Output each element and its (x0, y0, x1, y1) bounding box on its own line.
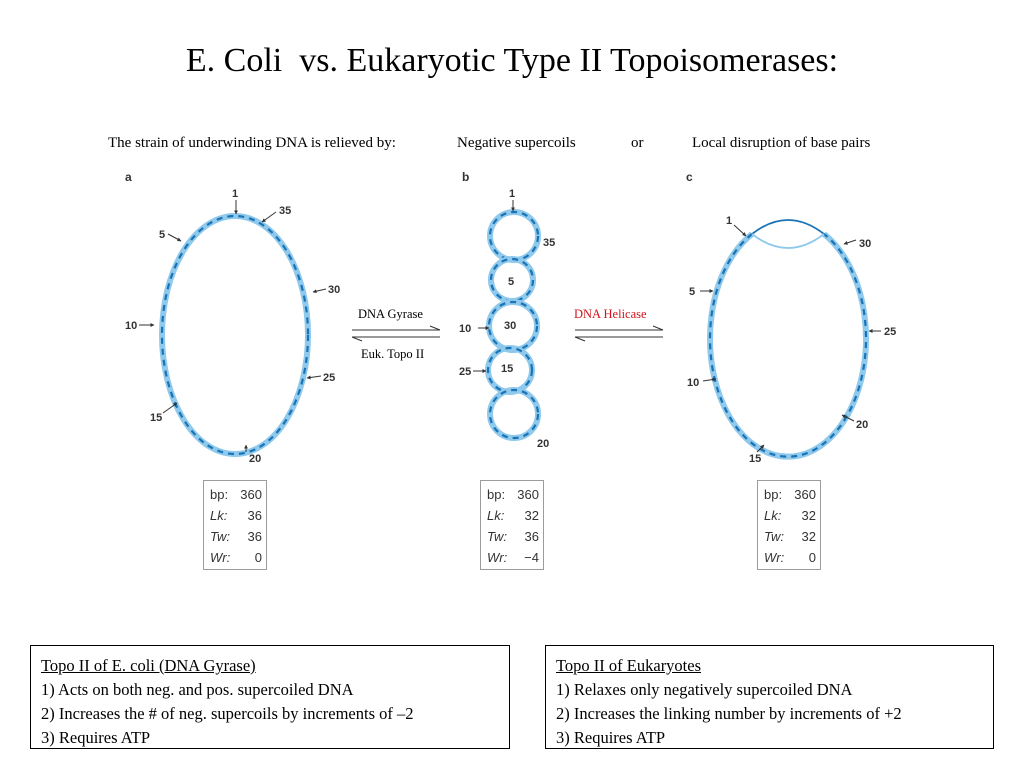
marker-c-25: 25 (884, 326, 896, 338)
stats-box-b: bp: 360 Lk: 32 Tw: 36 Wr: −4 (480, 480, 544, 570)
info-box-eukaryotes: Topo II of Eukaryotes 1) Relaxes only ne… (545, 645, 994, 749)
equilibrium-arrows-ab (351, 325, 441, 342)
info-box-line: 1) Relaxes only negatively supercoiled D… (556, 680, 853, 699)
stat-label: Tw: (764, 529, 784, 544)
marker-c-15: 15 (749, 453, 761, 465)
info-box-line: 2) Increases the # of neg. supercoils by… (41, 704, 414, 723)
stats-box-a: bp: 360 Lk: 36 Tw: 36 Wr: 0 (203, 480, 267, 570)
enzyme-dna-gyrase: DNA Gyrase (358, 307, 423, 321)
stat-label: Lk: (764, 508, 782, 523)
panel-letter-b: b (462, 170, 470, 184)
info-box-line: 2) Increases the linking number by incre… (556, 704, 902, 723)
stat-label: Lk: (487, 508, 505, 523)
marker-a-1: 1 (232, 188, 238, 200)
stat-value: 0 (254, 550, 262, 565)
dna-local-disruption (707, 219, 869, 460)
stat-label: Lk: (210, 508, 228, 523)
marker-a-35: 35 (279, 205, 291, 217)
slide-title: E. Coli vs. Eukaryotic Type II Topoisome… (185, 42, 839, 79)
panel-c-marker-arrows (700, 224, 881, 453)
info-box-line: 3) Requires ATP (41, 728, 151, 747)
stat-label: Tw: (487, 529, 507, 544)
info-box-line: 1) Acts on both neg. and pos. supercoile… (41, 680, 354, 699)
relief-prefix: The strain of underwinding DNA is reliev… (108, 135, 396, 151)
marker-c-10: 10 (687, 377, 699, 389)
stat-value: 0 (808, 550, 816, 565)
enzyme-euk-topo-ii: Euk. Topo II (361, 347, 425, 361)
marker-b-10: 10 (459, 323, 471, 335)
stat-value: 360 (517, 487, 539, 502)
stat-value: −4 (524, 550, 539, 565)
relief-or: or (631, 135, 644, 151)
relief-option-negative-supercoils: Negative supercoils (457, 135, 576, 151)
stat-label: Tw: (210, 529, 230, 544)
stats-box-c: bp: 360 Lk: 32 Tw: 32 Wr: 0 (757, 480, 821, 570)
stat-value: 32 (801, 529, 816, 544)
dna-relaxed-circle (159, 213, 311, 457)
marker-b-30: 30 (504, 320, 516, 332)
enzyme-dna-helicase: DNA Helicase (574, 307, 647, 321)
stat-value: 36 (247, 508, 262, 523)
dna-supercoiled (485, 209, 541, 441)
panel-letter-c: c (686, 170, 693, 184)
stat-value: 360 (794, 487, 816, 502)
marker-c-20: 20 (856, 419, 868, 431)
marker-b-15: 15 (501, 363, 513, 375)
marker-b-1: 1 (509, 188, 515, 200)
stat-label: Wr: (487, 550, 508, 565)
marker-b-5: 5 (508, 276, 514, 288)
stat-label: bp: (487, 487, 506, 502)
stat-value: 32 (801, 508, 816, 523)
relief-option-local-disruption: Local disruption of base pairs (692, 135, 871, 151)
stat-value: 36 (524, 529, 539, 544)
info-box-heading: Topo II of Eukaryotes (556, 656, 702, 675)
marker-a-30: 30 (328, 284, 340, 296)
marker-c-1: 1 (726, 215, 732, 227)
marker-a-20: 20 (249, 453, 261, 465)
marker-a-25: 25 (323, 372, 335, 384)
marker-a-15: 15 (150, 412, 162, 424)
panel-b-marker-arrows (473, 200, 515, 373)
panel-a-marker-arrows (139, 200, 327, 452)
equilibrium-arrows-bc (574, 325, 664, 342)
panel-letter-a: a (125, 170, 132, 184)
marker-c-30: 30 (859, 238, 871, 250)
info-box-heading: Topo II of E. coli (DNA Gyrase) (41, 656, 256, 675)
marker-c-5: 5 (689, 286, 695, 298)
stat-value: 32 (524, 508, 539, 523)
marker-b-35: 35 (543, 237, 555, 249)
stat-label: bp: (764, 487, 783, 502)
marker-a-10: 10 (125, 320, 137, 332)
stat-value: 36 (247, 529, 262, 544)
stat-value: 360 (240, 487, 262, 502)
stat-label: bp: (210, 487, 229, 502)
stat-label: Wr: (764, 550, 785, 565)
marker-b-20: 20 (537, 438, 549, 450)
marker-a-5: 5 (159, 229, 165, 241)
info-box-ecoli: Topo II of E. coli (DNA Gyrase) 1) Acts … (30, 645, 510, 749)
info-box-line: 3) Requires ATP (556, 728, 666, 747)
marker-b-25: 25 (459, 366, 471, 378)
stat-label: Wr: (210, 550, 231, 565)
